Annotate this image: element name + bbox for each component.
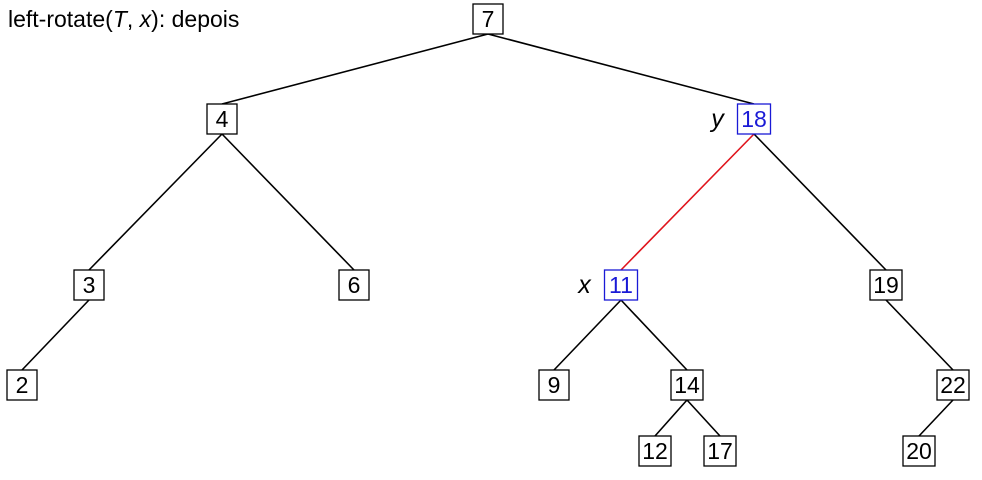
edge-18-19 [753, 133, 887, 271]
node-label: 19 [873, 272, 899, 298]
diagram-title: left-rotate(T, x): depois [8, 6, 239, 33]
tree-node-6: 6 [338, 269, 370, 301]
tree-node-17: 17 [703, 435, 737, 467]
node-label: 2 [16, 372, 29, 398]
node-label: 20 [906, 438, 932, 464]
node-box [338, 269, 370, 301]
tree-edges [21, 33, 954, 437]
edge-14-12 [654, 399, 688, 437]
node-label: 14 [674, 372, 700, 398]
edge-4-3 [88, 133, 223, 271]
title-prefix: left-rotate( [8, 6, 113, 32]
edge-11-14 [620, 299, 688, 371]
tree-node-19: 19 [869, 269, 903, 301]
edge-3-2 [21, 299, 90, 371]
node-box [538, 369, 570, 401]
node-label: 6 [348, 272, 361, 298]
title-suffix: ): depois [151, 6, 240, 32]
edge-4-6 [221, 133, 355, 271]
title-arg-node: x [139, 6, 152, 32]
node-label: 7 [482, 6, 495, 32]
edge-18-11 [620, 133, 755, 271]
edge-22-20 [918, 399, 954, 437]
tree-node-4: 4 [206, 103, 238, 135]
tree-node-18: 18 y [709, 103, 772, 135]
tree-node-11: 11 x [577, 269, 639, 301]
tree-node-12: 12 [638, 435, 672, 467]
title-separator: , [126, 6, 140, 32]
node-box [73, 269, 105, 301]
node-box [603, 269, 639, 301]
node-label: 9 [548, 372, 561, 398]
node-box [869, 269, 903, 301]
node-box [670, 369, 704, 401]
node-label: 22 [940, 372, 966, 398]
tree-node-2: 2 [6, 369, 38, 401]
node-box [736, 103, 772, 135]
node-label: 18 [741, 106, 767, 132]
edge-19-22 [885, 299, 954, 371]
title-arg-tree: T [112, 6, 127, 32]
node-marker-y: y [709, 105, 725, 133]
node-label: 3 [83, 272, 96, 298]
node-marker-x: x [577, 271, 592, 299]
node-box [206, 103, 238, 135]
tree-node-14: 14 [670, 369, 704, 401]
node-box [472, 3, 504, 35]
tree-node-3: 3 [73, 269, 105, 301]
node-box [703, 435, 737, 467]
edge-7-4 [221, 33, 489, 105]
node-label: 17 [707, 438, 733, 464]
tree-node-9: 9 [538, 369, 570, 401]
node-label: 11 [609, 272, 633, 298]
tree-node-7: 7 [472, 3, 504, 35]
node-box [902, 435, 936, 467]
node-label: 12 [642, 438, 668, 464]
tree-node-20: 20 [902, 435, 936, 467]
tree-node-22: 22 [936, 369, 970, 401]
edge-14-17 [686, 399, 721, 437]
tree-nodes: 7 4 18 y 3 6 11 x 19 2 9 14 22 12 17 20 [6, 3, 970, 467]
edge-11-9 [553, 299, 622, 371]
node-box [936, 369, 970, 401]
node-box [6, 369, 38, 401]
edge-7-18 [487, 33, 755, 105]
node-box [638, 435, 672, 467]
node-label: 4 [216, 106, 229, 132]
